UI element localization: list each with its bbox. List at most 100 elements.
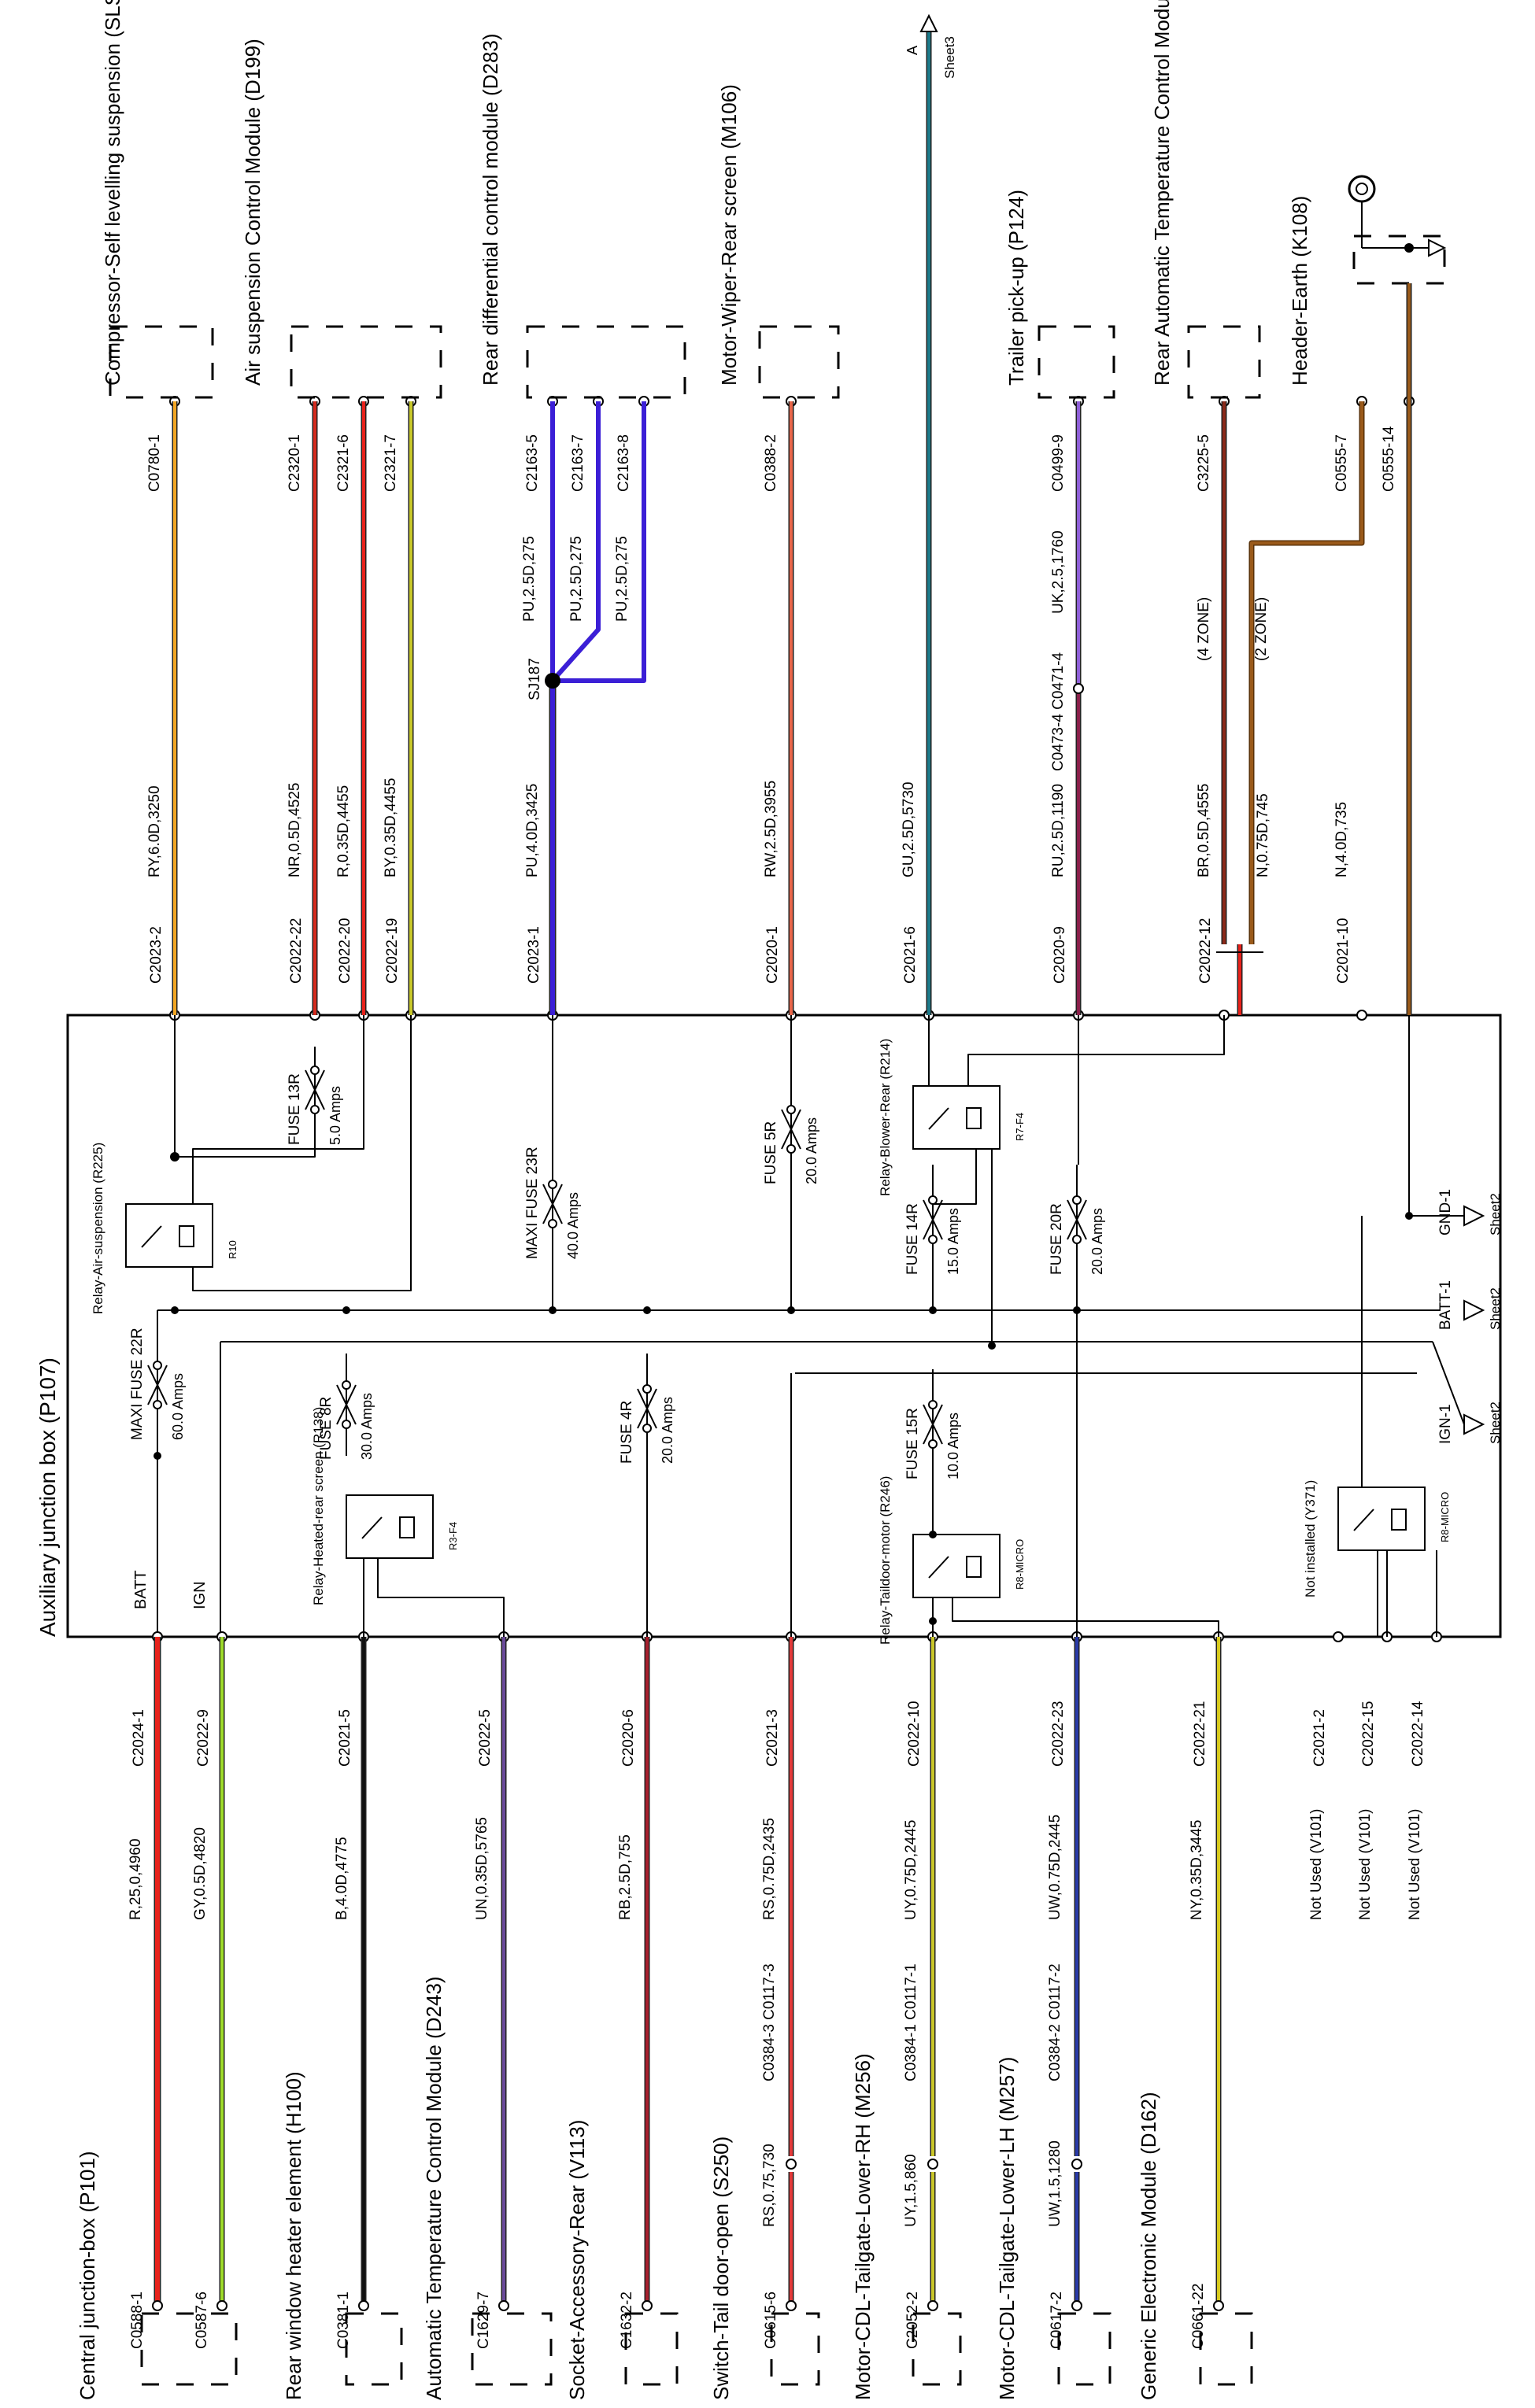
header-earth-dot <box>1404 243 1414 253</box>
fuse-name: MAXI FUSE 22R <box>129 1328 146 1440</box>
inline-connector-trailer <box>1073 683 1084 694</box>
connector-pin-bottom <box>1213 2300 1224 2311</box>
relay-coil <box>1391 1509 1407 1531</box>
wire-spec-top: PU,4.0D,3425 <box>524 784 541 877</box>
sheet2-arrow <box>1463 1299 1485 1321</box>
wire-spec-bottom: RS,0.75D,2435 <box>761 1818 778 1920</box>
connector-id-bottom: C1632-2 <box>619 2292 635 2349</box>
box-pin-label-bottom: C2022-10 <box>906 1701 923 1767</box>
fuse-rating: 10.0 Amps <box>945 1413 961 1479</box>
junction-dot <box>171 1306 179 1314</box>
wire-spec-bottom: GY,0.5D,4820 <box>192 1827 209 1920</box>
wire-spec-top: BY,0.35D,4455 <box>383 778 399 877</box>
sheet2-arrow <box>1463 1413 1485 1435</box>
fuse-rating: 5.0 Amps <box>327 1086 343 1145</box>
component-bracket-bottom <box>345 2312 403 2386</box>
rear-diff-branch-spec: PU,2.5D,275 <box>521 536 538 622</box>
connector-id-bottom: C0587-6 <box>194 2292 210 2349</box>
junction-dot <box>643 1306 651 1314</box>
sheet-ref-label: BATT-1 <box>1437 1280 1454 1330</box>
fuse-name: FUSE 4R <box>619 1401 635 1464</box>
box-pin-top <box>1356 1010 1367 1021</box>
wire-spec-top: BR,0.5D,4555 <box>1196 784 1212 877</box>
junction-dot <box>929 1306 937 1314</box>
component-label-bottom: Automatic Temperature Control Module (D2… <box>422 1976 446 2400</box>
zone-n-wire-spec: N,0.75D,745 <box>1255 793 1271 877</box>
internal-wire <box>377 1558 505 1637</box>
connector-id-top: C0499-9 <box>1050 434 1067 492</box>
connector-pin-bottom <box>498 2300 509 2311</box>
connector-pin-bottom <box>786 2300 797 2311</box>
connector-pin-bottom <box>927 2300 938 2311</box>
component-label-bottom: Central junction-box (P101) <box>76 2151 99 2401</box>
component-label-top: Rear Automatic Temperature Control Modul… <box>1150 0 1174 386</box>
fuse-symbol-end <box>548 1180 557 1189</box>
internal-wire <box>967 1015 1225 1086</box>
relay-coil <box>966 1107 982 1129</box>
wire-spec-bottom: UN,0.35D,5765 <box>474 1817 490 1920</box>
component-label-top: Rear differential control module (D283) <box>479 33 502 386</box>
fuse-symbol-end <box>642 1424 652 1433</box>
connector-id-top: C2321-6 <box>335 434 352 492</box>
fuse-symbol-end <box>928 1439 938 1449</box>
fuse-rating: 20.0 Amps <box>804 1117 819 1184</box>
relay-box <box>1337 1487 1426 1551</box>
inline-connector-bottom <box>786 2159 797 2170</box>
box-pin-label-bottom: C2020-6 <box>620 1709 637 1767</box>
ign-label: IGN <box>191 1581 209 1609</box>
connector-id-top: C2163-7 <box>570 434 586 492</box>
junction-dot <box>787 1306 795 1314</box>
wire-spec-bottom: UY,0.75D,2445 <box>903 1820 919 1920</box>
zone-4-label: (4 ZONE) <box>1196 597 1212 661</box>
internal-wire <box>175 1133 316 1158</box>
relay-box <box>912 1534 1001 1598</box>
connector-pin-bottom <box>152 2300 163 2311</box>
box-pin-label-bottom: C2022-15 <box>1360 1701 1377 1767</box>
connector-id-bottom: C2052-2 <box>904 2292 921 2349</box>
fuse-name: FUSE 15R <box>904 1408 921 1479</box>
box-pin-label-bottom: C2022-14 <box>1410 1701 1426 1767</box>
rear-diff-branch-spec: PU,2.5D,275 <box>614 536 631 622</box>
not-used-label: Not Used (V101) <box>1407 1808 1423 1920</box>
fuse-symbol <box>336 1384 357 1425</box>
junction-dot <box>342 1306 350 1314</box>
inline-connector-bottom <box>1071 2159 1082 2170</box>
connector-id-bottom: C0615-6 <box>763 2292 779 2349</box>
wire-spec-top: R,0.35D,4455 <box>335 785 352 877</box>
component-label-top: Compressor-Self levelling suspension (SL… <box>101 0 124 386</box>
fuse-symbol-end <box>642 1384 652 1394</box>
connector-id-bottom: C0661-22 <box>1190 2284 1207 2349</box>
relay-contact <box>928 1107 949 1130</box>
fuse-symbol <box>923 1199 943 1240</box>
wire-spec-top: NR,0.5D,4525 <box>287 783 303 877</box>
component-label-top: Air suspension Control Module (D199) <box>241 39 264 386</box>
fuse-symbol-end <box>153 1400 162 1409</box>
connector-id-top: C2320-1 <box>287 434 303 492</box>
component-bracket-header-earth <box>1352 235 1446 285</box>
inline-connector-label-trailer: C0473-4 C0471-4 <box>1050 652 1067 771</box>
junction-box-outline <box>66 1014 1502 1638</box>
fuse-symbol-end <box>153 1361 162 1370</box>
relay-code: R10 <box>227 1240 239 1259</box>
not-used-label: Not Used (V101) <box>1357 1808 1374 1920</box>
far-wire-spec: RS,0.75,730 <box>761 2144 778 2227</box>
rear-diff-branch-spec: PU,2.5D,275 <box>568 536 585 622</box>
box-pin-label-top: C2023-1 <box>526 926 542 984</box>
header-earth-arrow <box>1428 238 1447 257</box>
junction-dot <box>549 1306 557 1314</box>
relay-code: R3-F4 <box>447 1522 459 1550</box>
component-bracket-rear-diff <box>526 325 686 399</box>
component-bracket-bottom <box>1199 2312 1253 2386</box>
fuse-name: FUSE 5R <box>763 1121 779 1184</box>
wire-spec-bottom: B,4.0D,4775 <box>334 1837 350 1920</box>
component-label-bottom: Switch-Tail door-open (S250) <box>709 2137 733 2400</box>
box-pin-label-top: C2023-2 <box>148 926 165 984</box>
relay-contact <box>141 1225 162 1248</box>
not-used-label: Not Used (V101) <box>1308 1808 1325 1920</box>
fuse-name: FUSE 14R <box>904 1203 921 1275</box>
relay-box <box>912 1085 1001 1150</box>
junction-dot <box>1073 1306 1081 1314</box>
relay-name: Relay-Air-suspension (R225) <box>91 1143 105 1314</box>
component-label-bottom: Rear window heater element (H100) <box>282 2071 305 2400</box>
